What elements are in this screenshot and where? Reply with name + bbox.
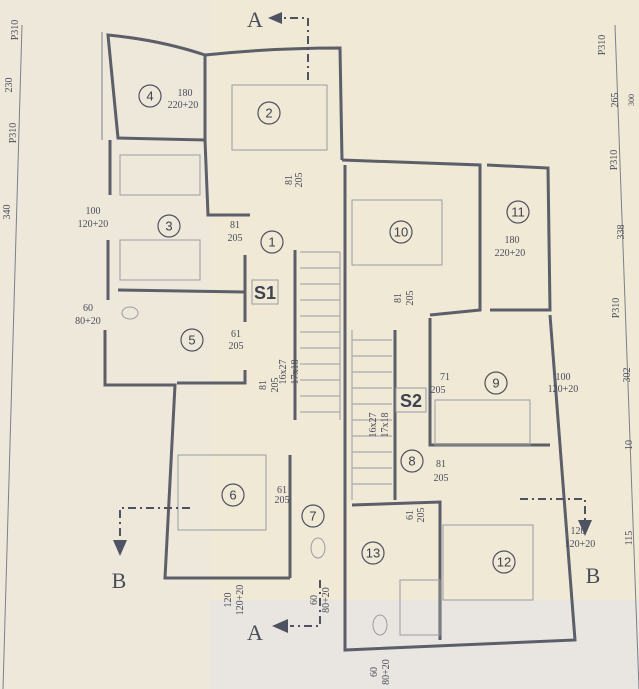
svg-text:61: 61 [231,329,241,340]
svg-text:120+20: 120+20 [548,384,579,395]
svg-text:P310: P310 [609,150,620,171]
svg-text:100: 100 [86,206,101,217]
svg-text:13: 13 [366,546,380,561]
svg-text:205: 205 [228,233,243,244]
opening-dimensions: 180 220+20 100 120+20 60 80+20 81 205 61… [75,88,595,550]
walls [101,32,577,652]
room-number: 6 [221,483,245,507]
svg-text:230: 230 [4,78,15,93]
svg-text:120+20: 120+20 [78,219,109,230]
svg-text:B: B [586,563,601,588]
svg-text:120: 120 [223,593,234,608]
svg-text:80+20: 80+20 [75,316,101,327]
svg-text:60: 60 [309,595,320,605]
svg-text:205: 205 [270,378,281,393]
room-number: 11 [506,200,530,224]
svg-text:81: 81 [436,459,446,470]
svg-text:11: 11 [511,205,525,220]
svg-text:220+20: 220+20 [168,100,199,111]
svg-text:6: 6 [229,488,236,503]
svg-text:5: 5 [188,333,195,348]
furniture [119,84,534,636]
svg-text:205: 205 [431,385,446,396]
opening-dimensions-vertical: 81 205 81 205 120 120+20 60 80+20 81 205… [223,173,427,685]
stair-s2-steps-a: 16x27 [368,413,379,438]
stair-label-s2: S2 [400,391,422,411]
svg-text:60: 60 [369,667,380,677]
room-number: 4 [138,84,162,108]
svg-text:81: 81 [258,380,269,390]
svg-text:A: A [247,620,263,645]
svg-text:100: 100 [556,372,571,383]
svg-text:340: 340 [2,205,13,220]
svg-text:302: 302 [622,368,633,383]
svg-text:7: 7 [309,509,316,524]
svg-text:10: 10 [624,440,635,450]
section-marker-a-bottom: A [247,580,321,645]
svg-text:115: 115 [624,531,635,546]
stair-s1 [300,251,341,420]
svg-text:9: 9 [492,376,499,391]
svg-text:8: 8 [408,454,415,469]
svg-text:80+20: 80+20 [381,659,392,685]
svg-text:81: 81 [230,220,240,231]
svg-text:10: 10 [394,225,408,240]
room-number: 9 [484,371,508,395]
svg-text:205: 205 [275,495,290,506]
section-marker-a-top: A [247,7,309,80]
svg-text:205: 205 [405,291,416,306]
svg-text:120+20: 120+20 [235,585,246,616]
svg-text:205: 205 [229,341,244,352]
svg-text:205: 205 [416,508,427,523]
room-number: 10 [389,220,413,244]
room-number: 1 [260,230,284,254]
stair-s2 [351,330,392,500]
svg-text:P310: P310 [8,123,19,144]
room-number: 12 [492,550,516,574]
right-dimension-axis: P310 265 300 P310 338 P310 302 10 115 [597,24,639,689]
section-marker-b-right: B [520,498,601,588]
svg-text:12: 12 [497,555,511,570]
left-dimension-axis: P310 230 P310 340 [2,20,23,689]
svg-text:P310: P310 [10,20,21,41]
svg-text:120: 120 [571,526,586,537]
svg-text:300: 300 [627,94,636,106]
svg-text:60: 60 [83,303,93,314]
room-number: 2 [257,101,281,125]
svg-text:120+20: 120+20 [565,539,596,550]
svg-text:81: 81 [393,293,404,303]
svg-text:B: B [112,568,127,593]
svg-text:180: 180 [505,235,520,246]
stair-label-s1: S1 [254,283,276,303]
svg-text:61: 61 [405,510,416,520]
stair-s1-steps-a: 16x27 [278,360,289,385]
svg-text:71: 71 [440,372,450,383]
svg-text:2: 2 [265,106,272,121]
svg-text:61: 61 [277,485,287,496]
svg-text:P310: P310 [597,35,608,56]
svg-text:205: 205 [434,473,449,484]
room-number: 8 [400,449,424,473]
room-number: 3 [157,214,181,238]
svg-text:1: 1 [268,235,275,250]
svg-text:205: 205 [294,173,305,188]
svg-text:P310: P310 [611,298,622,319]
room-number: 13 [361,541,385,565]
svg-text:81: 81 [284,175,295,185]
svg-text:80+20: 80+20 [321,587,332,613]
svg-text:265: 265 [610,93,621,108]
stair-s2-steps-b: 17x18 [380,413,391,438]
svg-text:220+20: 220+20 [495,248,526,259]
svg-text:4: 4 [146,89,153,104]
room-number: 5 [180,328,204,352]
svg-text:A: A [247,7,263,32]
svg-text:3: 3 [165,219,172,234]
svg-text:180: 180 [178,88,193,99]
svg-text:338: 338 [616,225,627,240]
stair-s1-steps-b: 17x18 [290,360,301,385]
section-marker-b-left: B [112,507,190,593]
room-number: 7 [301,504,325,528]
